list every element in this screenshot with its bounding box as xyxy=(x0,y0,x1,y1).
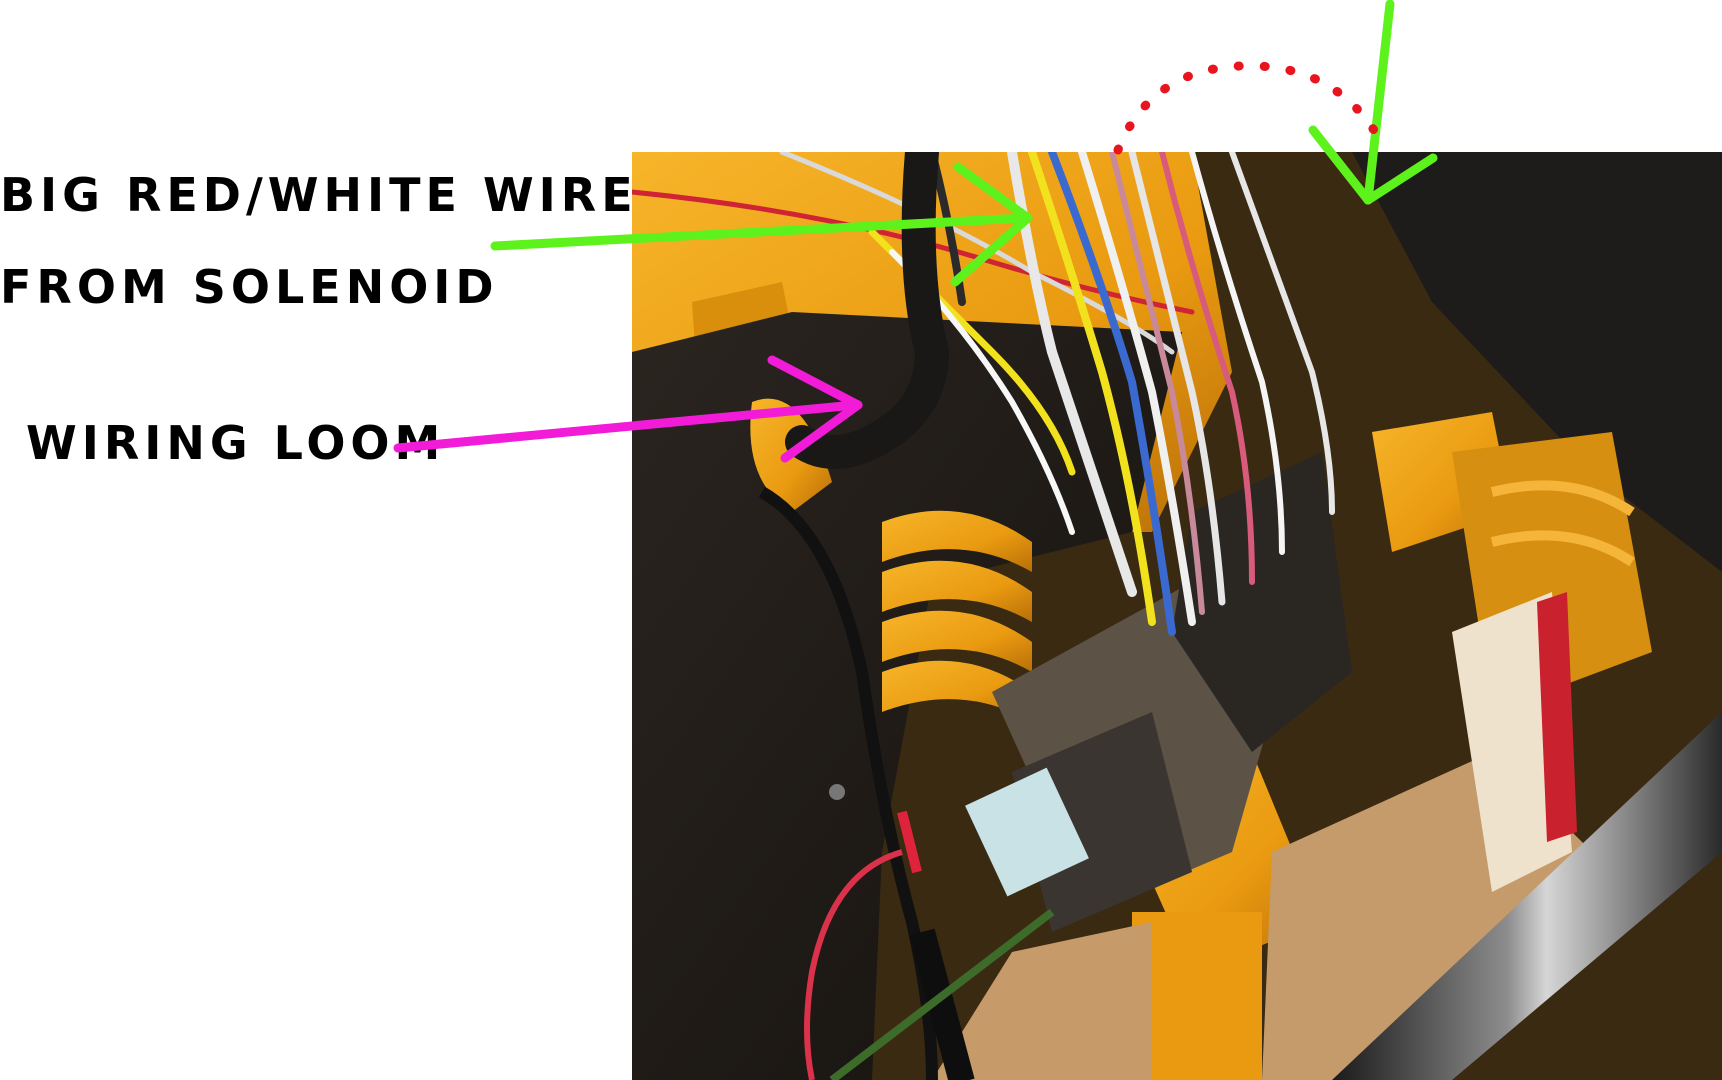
annotation-wiring-loom: WIRING LOOM xyxy=(26,416,446,470)
dotted-arc xyxy=(1113,61,1385,155)
red-wire xyxy=(804,849,903,1080)
cardboard xyxy=(932,922,1152,1080)
black-cable xyxy=(758,486,938,1080)
dark-cover xyxy=(1352,152,1722,572)
annotation-from-solenoid: FROM SOLENOID xyxy=(0,260,499,314)
wiring-photo xyxy=(632,152,1722,1080)
screw xyxy=(829,784,845,800)
inline-connector xyxy=(909,928,975,1080)
annotation-big-red-white-wire: BIG RED/WHITE WIRE xyxy=(0,168,638,222)
vent-slots xyxy=(882,510,1032,722)
steel-bar xyxy=(1332,712,1722,1080)
